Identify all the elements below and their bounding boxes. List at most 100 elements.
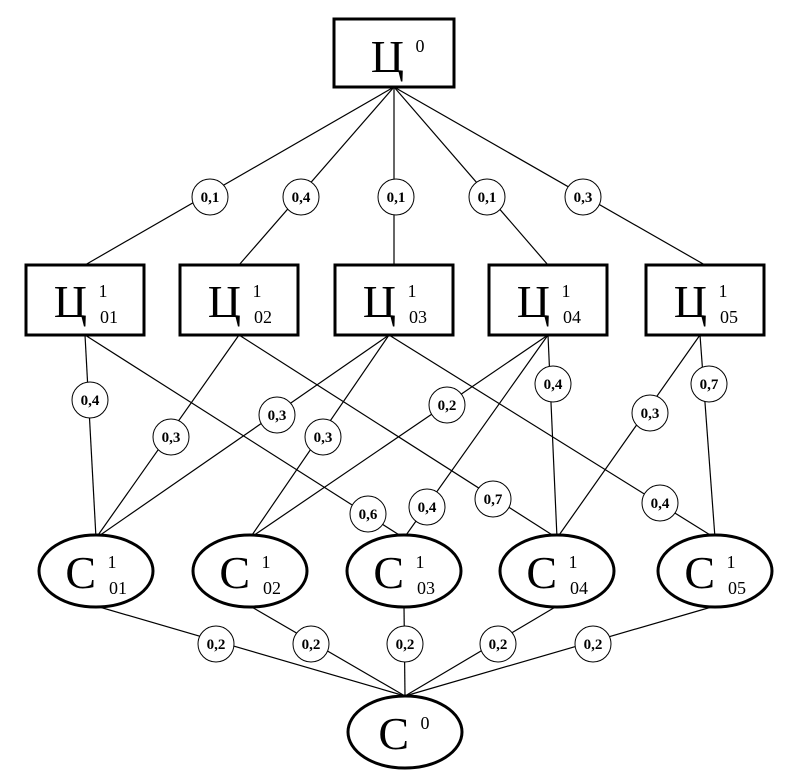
top-weight-5: 0,3 [564, 178, 602, 216]
bottom-weight-2-label: 0,2 [302, 637, 321, 653]
goal-4-subscript: 04 [563, 307, 581, 327]
means-ellipse-4 [498, 533, 616, 609]
goal-box-5 [644, 263, 766, 337]
middle-weight-2: 0,6 [349, 495, 387, 533]
means-2-subscript: 02 [263, 578, 281, 598]
middle-weight-5: 0,3 [258, 396, 296, 434]
means-5-letter: С [684, 547, 715, 598]
bottom-weight-2-circle [292, 625, 330, 663]
middle-weight-1-label: 0,4 [81, 393, 100, 409]
middle-weight-4-circle [474, 480, 512, 518]
top-weight-1-label: 0,1 [201, 190, 220, 206]
bottom-weight-2: 0,2 [292, 625, 330, 663]
bottom-weight-1-circle [197, 625, 235, 663]
middle-weight-6-circle [304, 418, 342, 456]
bottom-weight-3-label: 0,2 [396, 637, 415, 653]
edge-root-to-goal-5 [393, 86, 706, 266]
edge-Ц03-to-С01 [95, 334, 390, 539]
bottom-weight-1-label: 0,2 [207, 637, 226, 653]
goal-box-1 [24, 263, 146, 337]
goal-4-superscript: 1 [562, 281, 571, 301]
edge-Ц05-to-С04 [556, 334, 701, 539]
middle-weight-2-circle [349, 495, 387, 533]
middle-weight-4-label: 0,7 [484, 492, 503, 508]
edge-means-1-to-root-means [95, 605, 406, 697]
middle-weight-12-circle [690, 365, 728, 403]
bottom-weight-5-circle [574, 625, 612, 663]
goal-5-subscript: 05 [720, 307, 738, 327]
bottom-weight-3: 0,2 [386, 625, 424, 663]
middle-weight-7-circle [641, 484, 679, 522]
middle-weight-9: 0,4 [408, 488, 446, 526]
middle-weight-10-label: 0,4 [544, 377, 563, 393]
middle-weight-10-circle [534, 365, 572, 403]
goal-1-letter: Ц [54, 276, 87, 327]
middle-weight-9-circle [408, 488, 446, 526]
top-weight-2: 0,4 [282, 178, 320, 216]
means-3-superscript: 1 [416, 552, 425, 572]
goal-3-superscript: 1 [408, 281, 417, 301]
bottom-weight-5: 0,2 [574, 625, 612, 663]
means-1-subscript: 01 [109, 578, 127, 598]
middle-weight-12: 0,7 [690, 365, 728, 403]
middle-weight-12-label: 0,7 [700, 377, 719, 393]
middle-weight-5-circle [258, 396, 296, 434]
means-2-superscript: 1 [262, 552, 271, 572]
root-means-superscript: 0 [421, 713, 430, 733]
bottom-weight-3-circle [386, 625, 424, 663]
bottom-weight-1: 0,2 [197, 625, 235, 663]
means-ellipse-5 [656, 533, 774, 609]
root-goal-superscript: 0 [416, 36, 425, 56]
means-ellipse-3 [345, 533, 463, 609]
means-4-subscript: 04 [570, 578, 588, 598]
middle-weight-7-label: 0,4 [651, 496, 670, 512]
edge-means-5-to-root-means [404, 605, 716, 697]
top-weight-2-circle [282, 178, 320, 216]
top-weight-3: 0,1 [377, 178, 415, 216]
edge-Ц04-to-С04 [547, 334, 558, 539]
top-weight-4: 0,1 [468, 178, 506, 216]
bottom-weight-4-circle [479, 625, 517, 663]
middle-weight-5-label: 0,3 [268, 408, 287, 424]
goal-box-3 [333, 263, 455, 337]
middle-weight-4: 0,7 [474, 480, 512, 518]
edge-Ц04-to-С02 [249, 334, 549, 539]
goal-3-subscript: 03 [409, 307, 427, 327]
means-2-letter: С [219, 547, 250, 598]
weights-layer: 0,1 0,4 0,1 0,1 0,3 0,4 0,6 0,3 0,7 0,3 0,3 0,4 0,2 0… [71, 178, 728, 663]
middle-weight-10: 0,4 [534, 365, 572, 403]
means-1-superscript: 1 [108, 552, 117, 572]
middle-weight-3-label: 0,3 [162, 430, 181, 446]
middle-weight-6-label: 0,3 [314, 430, 333, 446]
goal-3-letter: Ц [363, 276, 396, 327]
middle-weight-8: 0,2 [428, 386, 466, 424]
middle-weight-11-circle [631, 394, 669, 432]
top-weight-4-label: 0,1 [478, 190, 497, 206]
edge-root-to-goal-4 [393, 86, 549, 266]
means-4-letter: С [526, 547, 557, 598]
top-weight-3-label: 0,1 [387, 190, 406, 206]
middle-weight-7: 0,4 [641, 484, 679, 522]
means-ellipse-1 [37, 533, 155, 609]
middle-weight-3: 0,3 [152, 418, 190, 456]
middle-weight-8-circle [428, 386, 466, 424]
goal-1-subscript: 01 [100, 307, 118, 327]
means-4-superscript: 1 [569, 552, 578, 572]
root-means-letter: С [378, 708, 409, 759]
middle-weight-1-circle [71, 381, 109, 419]
middle-weight-6: 0,3 [304, 418, 342, 456]
top-weight-4-circle [468, 178, 506, 216]
